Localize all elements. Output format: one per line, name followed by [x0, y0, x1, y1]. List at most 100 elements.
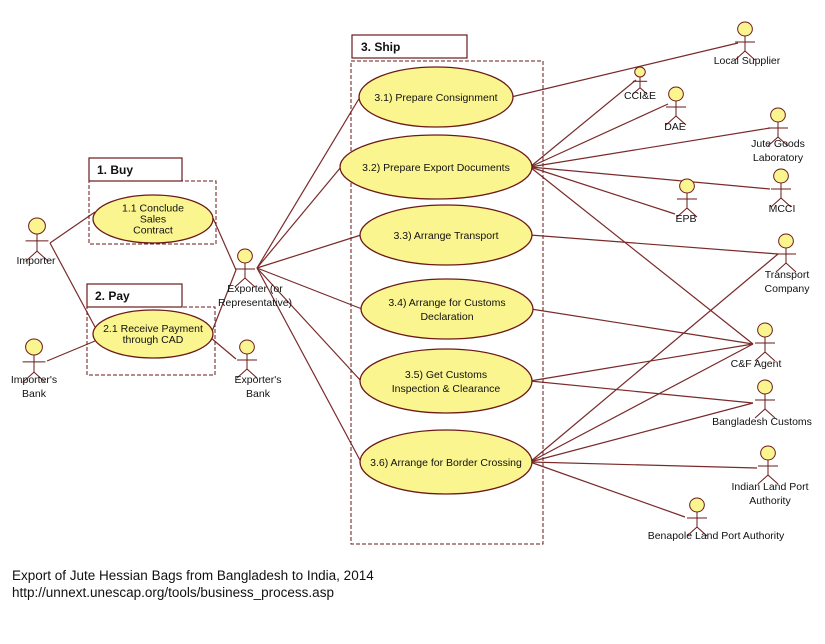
actor-label: Authority — [749, 495, 791, 507]
associations — [46, 42, 779, 518]
actor-label: Bank — [22, 388, 47, 400]
use-case-label: Contract — [133, 224, 173, 236]
actor-dae[interactable]: DAE — [664, 86, 687, 133]
actor-ccie[interactable]: CCI&E — [624, 66, 656, 102]
association-bd_customs-uc36 — [529, 402, 754, 463]
actor-label: MCCI — [769, 203, 796, 215]
actor-cf_agent[interactable]: C&F Agent — [731, 322, 782, 370]
package-buy: 1. Buy — [88, 157, 217, 245]
package-pay-title: 2. Pay — [95, 289, 130, 303]
association-mcci-uc32 — [529, 166, 771, 190]
association-exporter-uc34 — [256, 267, 363, 310]
actor-importer[interactable]: Importer — [16, 217, 56, 267]
actor-local_supplier[interactable]: Local Supplier — [714, 21, 781, 67]
actor-epb[interactable]: EPB — [675, 178, 698, 225]
actor-icon — [632, 66, 648, 95]
association-exporter-uc32 — [256, 166, 342, 269]
package-buy-title: 1. Buy — [97, 163, 133, 177]
association-cf_agent-uc32 — [529, 166, 754, 345]
actor-label: C&F Agent — [731, 358, 782, 370]
association-exporter-uc33 — [256, 234, 362, 269]
use-case-uc36[interactable]: 3.6) Arrange for Border Crossing — [359, 429, 533, 495]
use-case-label: Inspection & Clearance — [392, 383, 501, 395]
association-dae-uc32 — [529, 103, 669, 168]
association-cf_agent-uc36 — [529, 343, 754, 463]
actor-icon — [25, 217, 49, 262]
association-transport-uc33 — [529, 234, 779, 255]
association-importers_bank-uc21 — [46, 340, 96, 362]
use-case-label: 1.1 Conclude — [122, 202, 184, 214]
use-case-ellipse — [360, 278, 534, 340]
actor-label: EPB — [675, 213, 696, 225]
actor-label: Company — [765, 283, 811, 295]
use-case-ellipse — [359, 429, 533, 495]
actor-bd_customs[interactable]: Bangladesh Customs — [712, 379, 812, 428]
association-local_supplier-uc31 — [510, 42, 739, 98]
actor-label: Representative) — [218, 297, 292, 309]
association-exporter-uc31 — [256, 96, 361, 269]
actor-label: Indian Land Port — [731, 481, 808, 493]
actor-benapole[interactable]: Benapole Land Port Authority — [648, 497, 785, 542]
caption-url: http://unnext.unescap.org/tools/business… — [12, 585, 334, 600]
package-ship-title: 3. Ship — [361, 40, 400, 54]
association-benapole-uc36 — [529, 461, 686, 518]
use-case-uc33[interactable]: 3.3) Arrange Transport — [359, 204, 533, 266]
actor-label: Laboratory — [753, 152, 804, 164]
actor-label: Importer — [16, 255, 56, 267]
association-importer-uc11 — [49, 211, 96, 244]
use-case-ellipse — [358, 66, 514, 128]
use-case-uc32[interactable]: 3.2) Prepare Export Documents — [339, 134, 533, 200]
actor-label: CCI&E — [624, 90, 656, 102]
use-case-label: 3.2) Prepare Export Documents — [362, 162, 510, 174]
association-jute_lab-uc32 — [529, 127, 771, 168]
association-exporter-uc36 — [256, 267, 362, 463]
association-indian_lpa-uc36 — [529, 461, 758, 469]
actor-label: Transport — [765, 269, 810, 281]
use-case-label: 2.1 Receive Payment — [103, 323, 203, 335]
association-cf_agent-uc34 — [530, 308, 754, 345]
actor-label: DAE — [664, 121, 686, 133]
use-case-label: Sales — [140, 213, 166, 225]
use-case-ellipse — [359, 348, 533, 414]
use-case-uc31[interactable]: 3.1) Prepare Consignment — [358, 66, 514, 128]
actor-label: Benapole Land Port Authority — [648, 530, 785, 542]
association-cf_agent-uc35 — [529, 343, 754, 382]
use-case-label: through CAD — [123, 334, 184, 346]
actor-icon — [236, 339, 258, 379]
actor-icon — [22, 338, 46, 383]
association-epb-uc32 — [529, 166, 676, 215]
package-ship: 3. Ship — [350, 34, 544, 545]
package-pay: 2. Pay — [86, 283, 216, 376]
use-case-label: 3.1) Prepare Consignment — [374, 92, 497, 104]
association-transport-uc36 — [529, 253, 779, 463]
use-case-label: 3.4) Arrange for Customs — [388, 297, 505, 309]
actor-label: Local Supplier — [714, 55, 781, 67]
use-case-label: Declaration — [420, 311, 473, 323]
actor-label: Exporter (or — [227, 283, 283, 295]
actor-icon — [767, 107, 789, 147]
use-case-ellipse — [92, 194, 214, 244]
actor-label: Bangladesh Customs — [712, 416, 812, 428]
use-case-ellipse — [359, 204, 533, 266]
actor-mcci[interactable]: MCCI — [769, 168, 796, 215]
actor-icon — [754, 379, 776, 419]
use-case-label: 3.6) Arrange for Border Crossing — [370, 457, 522, 469]
association-bd_customs-uc35 — [529, 380, 754, 404]
actor-label: Bank — [246, 388, 271, 400]
actor-icon — [676, 178, 698, 218]
use-case-ellipse — [92, 309, 214, 359]
actor-icon — [770, 168, 792, 208]
